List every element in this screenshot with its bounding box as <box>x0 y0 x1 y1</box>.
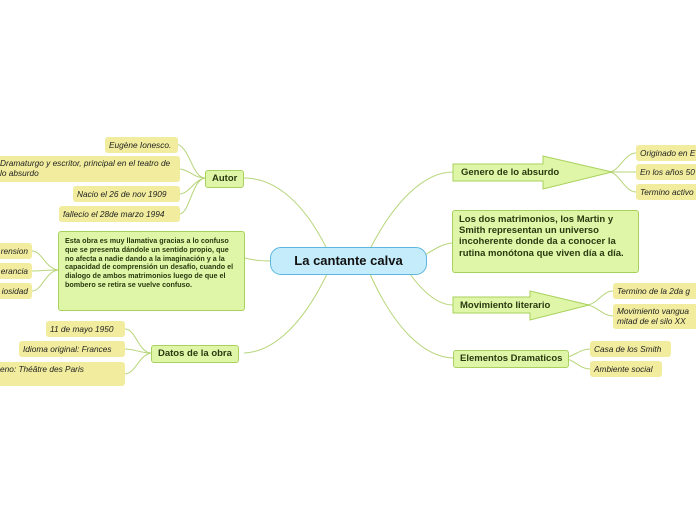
datos-item-date[interactable]: 11 de mayo 1950 <box>46 321 125 337</box>
topic-datos-obra[interactable]: Datos de la obra <box>151 345 239 363</box>
link-desc-3 <box>31 269 59 292</box>
elementos-item-2[interactable]: Ambiente social <box>590 361 662 377</box>
genero-item-3[interactable]: Termino activo <box>636 184 696 200</box>
link-autor-3 <box>179 177 206 195</box>
description-item-3[interactable]: iosidad <box>0 283 32 299</box>
topic-movimiento-literario[interactable]: Movimiento literario <box>460 300 551 311</box>
link-mov-2 <box>587 304 614 317</box>
link-genero-3 <box>609 171 637 193</box>
link-datos-1 <box>124 328 152 354</box>
link-center-datos <box>243 273 328 354</box>
link-genero-1 <box>609 152 637 173</box>
topic-autor[interactable]: Autor <box>205 170 245 188</box>
autor-item-born[interactable]: Nacio el 26 de nov 1909 <box>73 186 180 202</box>
elementos-item-1[interactable]: Casa de los Smith <box>590 341 671 357</box>
genero-arrow-shape <box>452 155 613 190</box>
link-mov-1 <box>587 290 614 306</box>
link-desc-2 <box>31 269 59 272</box>
genero-item-1[interactable]: Originado en E <box>636 145 696 161</box>
link-desc-1 <box>31 250 59 271</box>
link-center-description <box>244 257 271 262</box>
topic-elementos-dramaticos[interactable]: Elementos Dramaticos <box>453 350 570 368</box>
autor-item-name[interactable]: Eugène Ionesco. <box>105 137 178 153</box>
link-autor-1 <box>175 143 206 179</box>
link-center-movimiento <box>409 273 454 306</box>
link-datos-2 <box>124 348 152 354</box>
datos-item-venue[interactable]: eno: Théâtre des Paris <box>0 362 125 386</box>
link-datos-3 <box>124 352 152 375</box>
link-center-genero <box>369 171 454 250</box>
movimiento-arrow-shape <box>452 290 590 321</box>
topic-description[interactable]: Esta obra es muy llamativa gracias a lo … <box>58 231 245 311</box>
topic-matrimonios[interactable]: Los dos matrimonios, los Martin y Smith … <box>452 210 639 273</box>
link-autor-2 <box>179 168 206 179</box>
genero-item-2[interactable]: En los años 50 <box>636 164 696 180</box>
movimiento-item-2[interactable]: Movimiento vangua mitad de el silo XX <box>613 304 696 329</box>
autor-item-died[interactable]: fallecio el 28de marzo 1994 <box>59 206 180 222</box>
datos-item-language[interactable]: Idioma original: Frances <box>19 341 125 357</box>
autor-item-role[interactable]: Dramaturgo y escritor, principal en el t… <box>0 156 180 182</box>
link-center-elementos <box>369 273 454 359</box>
topic-genero-absurdo[interactable]: Genero de lo absurdo <box>461 167 560 178</box>
description-item-2[interactable]: erancia <box>0 263 32 279</box>
central-topic[interactable]: La cantante calva <box>270 247 427 275</box>
link-center-matrimonios <box>424 242 453 256</box>
link-center-autor <box>243 177 328 250</box>
link-autor-4 <box>179 177 206 215</box>
description-item-1[interactable]: rension <box>0 243 32 259</box>
movimiento-item-1[interactable]: Termino de la 2da g <box>613 283 696 299</box>
